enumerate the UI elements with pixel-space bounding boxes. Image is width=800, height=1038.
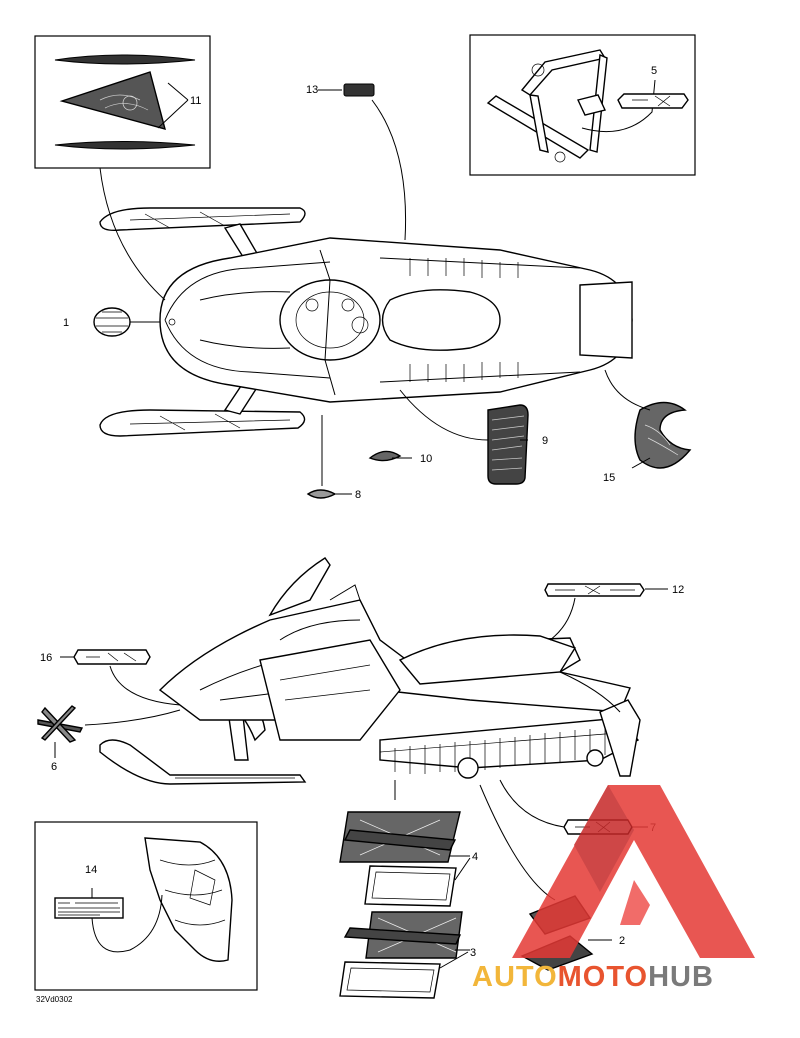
inset-box-frame-5 <box>469 34 696 176</box>
decal-15 <box>604 369 692 469</box>
decal-1 <box>93 307 160 337</box>
decal-5-group <box>617 93 689 109</box>
callout-11: 11 <box>190 95 201 107</box>
watermark-text: AUTOMOTOHUB <box>472 961 714 993</box>
inset-box-panel-14 <box>34 821 258 991</box>
watermark-hub: HUB <box>648 961 714 993</box>
callout-2: 2 <box>619 935 625 947</box>
watermark-moto: MOTO <box>558 961 648 993</box>
callout-1: 1 <box>63 317 69 329</box>
inset-box-decal-11 <box>34 35 211 169</box>
drawing-code: 32Vd0302 <box>36 995 73 1004</box>
decal-9 <box>399 389 529 485</box>
callout-3: 3 <box>470 947 476 959</box>
decal-4 <box>339 811 471 907</box>
callout-10: 10 <box>420 453 432 465</box>
frame-assembly <box>486 49 656 163</box>
decal-13 <box>343 83 407 241</box>
triangle-logo-icon <box>512 785 755 958</box>
decal-16 <box>60 649 181 706</box>
decal-12 <box>544 583 668 641</box>
callout-14: 14 <box>85 864 97 876</box>
watermark-auto: AUTO <box>472 961 558 993</box>
callout-13: 13 <box>306 84 318 96</box>
decal-6 <box>37 705 181 758</box>
callout-5: 5 <box>651 65 657 77</box>
callout-8: 8 <box>355 489 361 501</box>
decal-8 <box>306 415 352 499</box>
callout-16: 16 <box>40 652 52 664</box>
label-14 <box>54 888 163 953</box>
decal-11-group <box>54 54 196 150</box>
callout-9: 9 <box>542 435 548 447</box>
watermark: AUTOMOTOHUB <box>472 785 755 993</box>
decal-3 <box>339 780 470 999</box>
callout-15: 15 <box>603 472 615 484</box>
callout-12: 12 <box>672 584 684 596</box>
snowmobile-side-view <box>99 557 641 785</box>
side-panel-part <box>144 837 233 962</box>
decal-10 <box>368 450 412 462</box>
snowmobile-top-view <box>99 207 633 437</box>
callout-4: 4 <box>472 851 478 863</box>
callout-6: 6 <box>51 761 57 773</box>
